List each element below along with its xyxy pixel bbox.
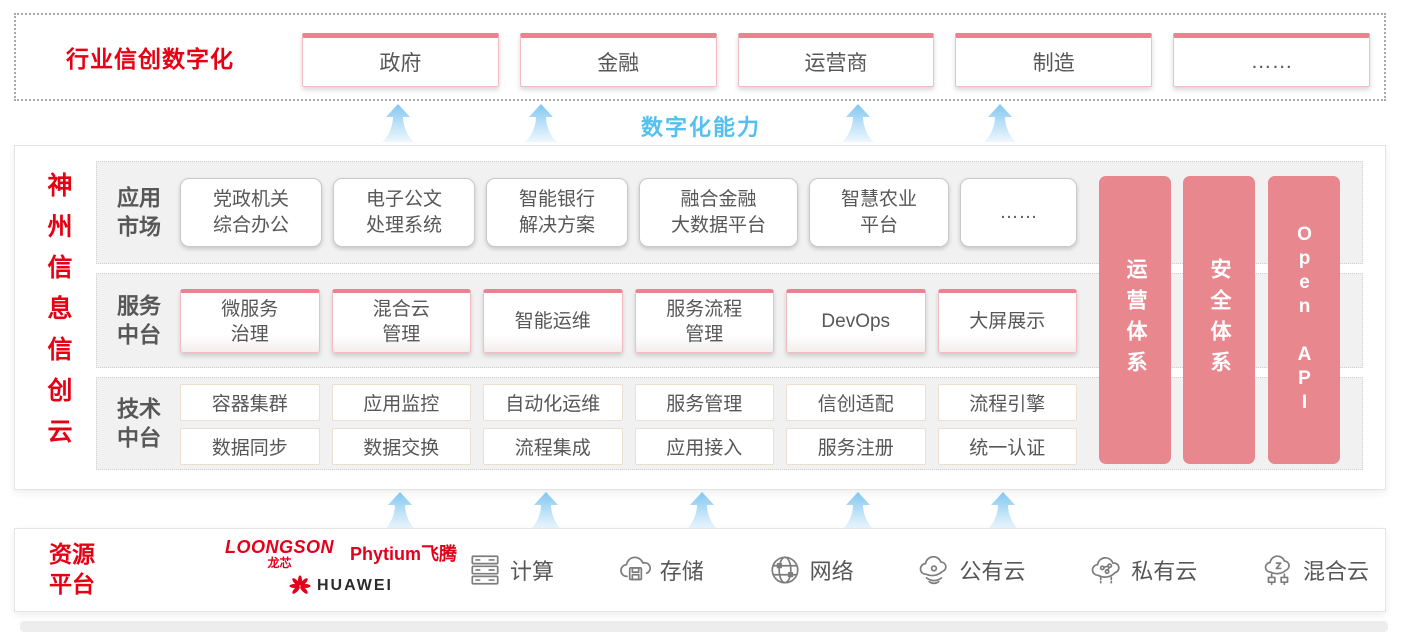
industry-item-finance: 金融 (519, 33, 717, 87)
app-card: 融合金融 大数据平台 (639, 178, 798, 247)
capability-label: 数字化能力 (640, 115, 762, 140)
app-card: 智慧农业 平台 (809, 178, 949, 247)
up-arrow-icon (984, 104, 1016, 142)
tech-card: 容器集群 (180, 384, 320, 421)
app-card: 电子公文 处理系统 (333, 178, 475, 247)
service-card: 服务流程 管理 (634, 289, 774, 353)
resource-item-label: 存储 (659, 559, 704, 584)
pillar-security-system: 安全体系 (1183, 176, 1255, 464)
industry-items: 政府 金融 运营商 制造 …… (302, 33, 1370, 87)
capability-band: 数字化能力 (0, 101, 1402, 145)
private-cloud-icon (1091, 557, 1120, 584)
tech-card: 自动化运维 (483, 384, 623, 421)
industry-band: 行业信创数字化 政府 金融 运营商 制造 …… (14, 13, 1386, 101)
industry-band-title: 行业信创数字化 (66, 46, 234, 72)
resource-item-label: 网络 (809, 559, 854, 584)
vendor-logos: LOONGSON 龙芯 Phytium飞腾 (211, 538, 471, 597)
resource-item-public-cloud: 公有云 (916, 552, 1025, 588)
tech-platform-row: 技术 中台 容器集群 应用监控 自动化运维 服务管理 信创适配 流程引擎 数据同… (96, 377, 1363, 470)
resource-arrow-band (0, 490, 1402, 530)
resource-item-private-cloud: 私有云 (1088, 552, 1197, 588)
app-card-more: …… (960, 178, 1077, 247)
up-arrow-icon (686, 492, 718, 530)
app-market-items: 党政机关 综合办公 电子公文 处理系统 智能银行 解决方案 融合金融 大数据平台… (180, 178, 1077, 247)
tech-card: 流程集成 (483, 428, 623, 465)
service-card: 大屏展示 (937, 289, 1077, 353)
tech-card: 统一认证 (937, 428, 1077, 465)
service-card: DevOps (786, 289, 926, 353)
loongson-logo-cn: 龙芯 (267, 556, 292, 570)
resource-item-hybrid-cloud: 混合云 (1260, 552, 1369, 588)
up-arrow-icon (842, 492, 874, 530)
bottom-divider-bar (20, 621, 1388, 632)
tech-card: 数据交换 (331, 428, 471, 465)
tech-card: 应用接入 (634, 428, 774, 465)
pillar-operation-system: 运营体系 (1099, 176, 1171, 464)
storage-icon (619, 556, 651, 581)
pillar-label: Open API (1294, 224, 1315, 416)
resource-item-compute: 计算 (467, 552, 554, 588)
tech-card: 应用监控 (331, 384, 471, 421)
tech-card: 流程引擎 (937, 384, 1077, 421)
pillar-label: 运营体系 (1124, 258, 1147, 382)
platform-title-vertical: 神州信息信创云 (44, 172, 72, 459)
resource-item-storage: 存储 (617, 552, 704, 588)
resource-item-label: 计算 (510, 559, 555, 584)
huawei-logo-text: HUAWEI (317, 577, 393, 594)
app-market-row-label: 应用 市场 (117, 184, 162, 240)
tech-card: 数据同步 (180, 428, 320, 465)
app-market-row: 应用 市场 党政机关 综合办公 电子公文 处理系统 智能银行 解决方案 融合金融… (96, 161, 1363, 264)
app-card: 智能银行 解决方案 (486, 178, 628, 247)
tech-items-row2: 数据同步 数据交换 流程集成 应用接入 服务注册 统一认证 (180, 428, 1077, 465)
service-card: 微服务 治理 (180, 289, 320, 353)
up-arrow-icon (530, 492, 562, 530)
up-arrow-icon (525, 104, 557, 142)
tech-card: 服务管理 (634, 384, 774, 421)
up-arrow-icon (382, 104, 414, 142)
industry-item-manufacturing: 制造 (955, 33, 1153, 87)
tech-row-label: 技术 中台 (117, 395, 162, 451)
huawei-flower-icon (289, 575, 311, 594)
service-card: 混合云 管理 (331, 289, 471, 353)
tech-items: 容器集群 应用监控 自动化运维 服务管理 信创适配 流程引擎 数据同步 数据交换… (180, 384, 1077, 465)
vendor-row: LOONGSON 龙芯 Phytium飞腾 (211, 538, 471, 569)
loongson-logo: LOONGSON 龙芯 (225, 538, 334, 569)
up-arrow-icon (987, 492, 1019, 530)
industry-item-operator: 运营商 (737, 33, 935, 87)
resource-platform-box: 资源 平台 LOONGSON 龙芯 Phytium飞腾 (14, 528, 1386, 612)
resource-platform-title: 资源 平台 (49, 541, 95, 597)
service-platform-row: 服务 中台 微服务 治理 混合云 管理 智能运维 服务流程 管理 DevOps … (96, 273, 1363, 368)
service-items: 微服务 治理 混合云 管理 智能运维 服务流程 管理 DevOps 大屏展示 (180, 289, 1077, 353)
hybrid-cloud-icon (1264, 555, 1290, 586)
loongson-logo-text: LOONGSON (224, 537, 334, 557)
service-row-label: 服务 中台 (117, 292, 162, 348)
service-card: 智能运维 (483, 289, 623, 353)
public-cloud-icon (920, 555, 948, 585)
app-card: 党政机关 综合办公 (180, 178, 322, 247)
pillar-open-api: Open API (1268, 176, 1340, 464)
tech-card: 信创适配 (786, 384, 926, 421)
compute-icon (471, 555, 499, 585)
industry-item-government: 政府 (302, 33, 499, 87)
huawei-logo: HUAWEI (211, 575, 471, 597)
platform-box: 神州信息信创云 应用 市场 党政机关 综合办公 电子公文 处理系统 智能银行 解… (14, 145, 1386, 490)
up-arrow-icon (384, 492, 416, 530)
pillar-label: 安全体系 (1208, 258, 1231, 382)
industry-item-more: …… (1173, 33, 1370, 87)
tech-items-row1: 容器集群 应用监控 自动化运维 服务管理 信创适配 流程引擎 (180, 384, 1077, 421)
resource-item-label: 私有云 (1131, 559, 1198, 584)
resource-item-label: 公有云 (959, 559, 1026, 584)
resource-item-label: 混合云 (1302, 559, 1369, 584)
resource-items: 计算 存储 网络 (467, 529, 1369, 611)
resource-item-network: 网络 (767, 552, 854, 588)
phytium-logo: Phytium飞腾 (350, 544, 458, 564)
tech-card: 服务注册 (786, 428, 926, 465)
up-arrow-icon (842, 104, 874, 142)
network-icon (771, 556, 799, 584)
